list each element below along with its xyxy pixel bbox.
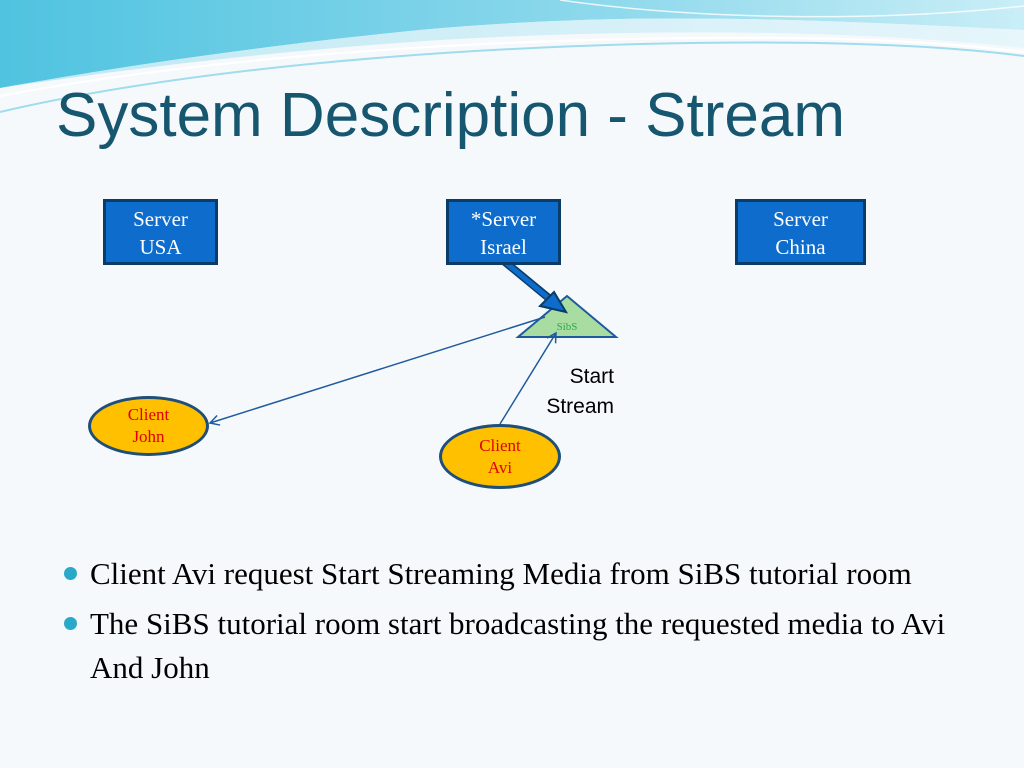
- bullet-text: The SiBS tutorial room start broadcastin…: [90, 606, 946, 685]
- client-john-node: Client John: [88, 396, 209, 456]
- server-israel-box: *Server Israel: [446, 199, 561, 265]
- bullet-item: Client Avi request Start Streaming Media…: [60, 552, 960, 596]
- arrow-israel-to-sibs: [501, 258, 569, 314]
- server-israel-line1: *Server: [470, 207, 537, 231]
- bullet-dot-icon: [64, 567, 77, 580]
- client-avi-node: Client Avi: [439, 424, 561, 489]
- bullet-text: Client Avi request Start Streaming Media…: [90, 556, 912, 591]
- client-avi-line2: Avi: [487, 458, 513, 477]
- arrow-sibs-to-john: [208, 316, 546, 426]
- arrow-avi-to-sibs: [499, 331, 557, 425]
- server-israel-line2: Israel: [480, 235, 527, 259]
- server-usa-box: Server USA: [103, 199, 218, 265]
- server-china-line1: Server: [773, 207, 828, 231]
- slide-title: System Description - Stream: [56, 81, 845, 150]
- client-john-line2: John: [132, 427, 165, 446]
- client-avi-line1: Client: [479, 436, 521, 455]
- start-stream-line2: Stream: [546, 395, 614, 418]
- server-china-line2: China: [775, 235, 826, 259]
- client-john-line1: Client: [127, 405, 170, 424]
- server-usa-line1: Server: [133, 207, 188, 231]
- sibs-triangle: [515, 294, 619, 338]
- sibs-label: SibS: [557, 321, 578, 333]
- server-china-box: Server China: [735, 199, 866, 265]
- start-stream-line1: Start: [569, 365, 614, 388]
- bullet-item: The SiBS tutorial room start broadcastin…: [60, 602, 960, 690]
- bullet-list: Client Avi request Start Streaming Media…: [60, 552, 960, 696]
- server-usa-line2: USA: [139, 235, 182, 259]
- bullet-dot-icon: [64, 617, 77, 630]
- start-stream-label: Start Stream: [520, 362, 614, 422]
